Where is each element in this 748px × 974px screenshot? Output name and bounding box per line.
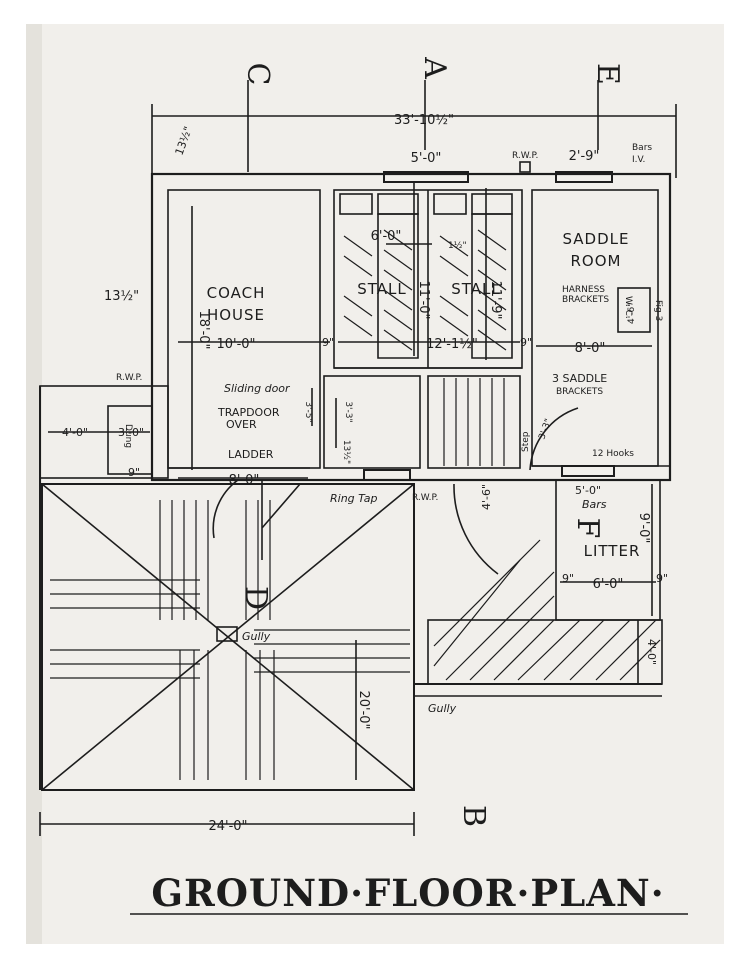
floor-hatching [50, 229, 661, 780]
dim-ramp: 4'-6" [480, 484, 493, 510]
dim-dung-left: 4'-0" [62, 426, 88, 439]
note-rwp-top: R.W.P. [512, 151, 538, 161]
note-rwp-left: R.W.P. [116, 373, 142, 383]
dim-dung-width: 3'-0" [118, 426, 144, 439]
dim-stall-window: 5'-0" [411, 151, 442, 166]
note-harness-1: HARNESS [562, 285, 605, 295]
room-saddle-label-2: ROOM [571, 252, 622, 270]
note-dung: Dung [123, 424, 133, 448]
dim-slide-3: 13½" [341, 440, 351, 464]
room-stall-right-label: STALL [451, 280, 501, 298]
dim-wall-thin-2: 9" [520, 336, 532, 349]
section-a: A [417, 56, 452, 79]
dim-saddle-window: 2'-9" [569, 149, 600, 164]
note-ring-tap: Ring Tap [330, 492, 377, 505]
note-twelve-hooks: 12 Hooks [592, 449, 634, 459]
note-rwp-mid: R.W.P. [412, 493, 438, 503]
dim-wall-thin-3: 9" [128, 466, 140, 479]
note-iv: I.V. [632, 155, 645, 165]
section-c: C [240, 63, 275, 86]
dim-wall-left: 13½" [104, 289, 139, 304]
paper-binding-edge [26, 24, 42, 944]
dim-overall-width: 33'-10½" [394, 113, 454, 128]
note-gully-2: Gully [428, 702, 457, 715]
dim-ladder-width: 8'-0" [229, 473, 260, 488]
dim-litter-depth: 9'-0" [636, 513, 651, 544]
note-ladder: LADDER [228, 448, 274, 461]
section-f: F [570, 518, 605, 539]
dim-saddle-width: 8'-0" [575, 341, 606, 356]
dim-wall-thin-1: 9" [322, 336, 334, 349]
room-litter-label: LITTER [584, 542, 641, 560]
dim-litter-window: 5'-0" [575, 484, 601, 497]
room-coach-label-1: COACH [207, 284, 266, 302]
dim-saddle-small: 4'-6" [627, 303, 637, 324]
dim-slide-2: 3'-3" [343, 401, 353, 422]
dim-litter-edge-left: 9" [562, 572, 574, 585]
dim-stall-width: 6'-0" [371, 229, 402, 244]
note-trapdoor-1: TRAPDOOR [217, 406, 280, 419]
dim-yard-bottom: 4'-0" [645, 639, 658, 665]
dim-stall-gap: 12'-1½" [426, 337, 478, 352]
note-saddle-brackets-2: BRACKETS [556, 387, 603, 397]
dim-coach-depth: 18'-0" [196, 310, 211, 349]
plan-title: GROUND·FLOOR·PLAN· [151, 871, 664, 915]
room-stall-left-label: STALL [357, 280, 407, 298]
section-d: D [238, 586, 273, 610]
dim-slide-1: 3'-5" [303, 401, 313, 422]
section-e: E [590, 63, 625, 85]
dim-yard-width: 24'-0" [208, 819, 247, 834]
section-b: B [456, 805, 491, 827]
note-sliding-door: Sliding door [224, 382, 291, 395]
note-step: Step [521, 431, 531, 452]
room-saddle-label-1: SADDLE [563, 230, 630, 248]
dim-yard-depth: 20'-0" [356, 690, 371, 729]
plan-linework [39, 80, 677, 836]
dim-stall-half: 1½" [448, 241, 467, 251]
note-rack: W. C. [623, 296, 633, 319]
note-bars-litter: Bars [582, 498, 607, 511]
dim-coach-width: 10'-0" [216, 337, 255, 352]
note-trapdoor-2: OVER [226, 418, 257, 431]
note-gully-1: Gully [242, 630, 271, 643]
note-bars: Bars [632, 143, 652, 153]
note-fig: Fig 3 [653, 300, 663, 321]
room-coach-label-2: HOUSE [207, 306, 265, 324]
note-harness-2: BRACKETS [562, 295, 609, 305]
dim-litter-edge-right: 9" [656, 572, 668, 585]
dim-stall-right-depth: 11'-9" [488, 280, 503, 319]
dim-stall-left-depth: 11'-0" [416, 280, 431, 319]
note-saddle-brackets-1: 3 SADDLE [552, 372, 607, 385]
dim-litter-width: 6'-0" [593, 577, 624, 592]
